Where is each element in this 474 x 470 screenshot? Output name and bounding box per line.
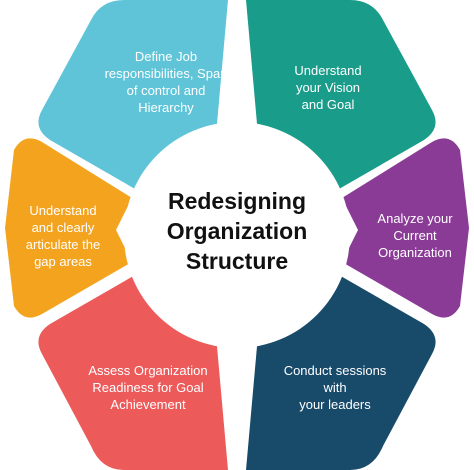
segment-vision-label: Understand your Vision and Goal (294, 63, 362, 112)
segment-gap-label: Understand and clearly articulate the ga… (25, 203, 101, 269)
center-title: Redesigning Organization Structure (166, 188, 308, 274)
segment-analyze-shape (342, 138, 469, 318)
segment-assess-label: Assess Organization Readiness for Goal A… (88, 363, 208, 412)
segment-define-label: Define Job responsibilities, Span of con… (104, 49, 228, 115)
center-circle (124, 122, 350, 348)
segment-gap-shape (5, 138, 132, 318)
segment-analyze-label: Analyze your Current Organization (377, 211, 453, 260)
segment-conduct-label: Conduct sessions with your leaders (283, 363, 387, 412)
